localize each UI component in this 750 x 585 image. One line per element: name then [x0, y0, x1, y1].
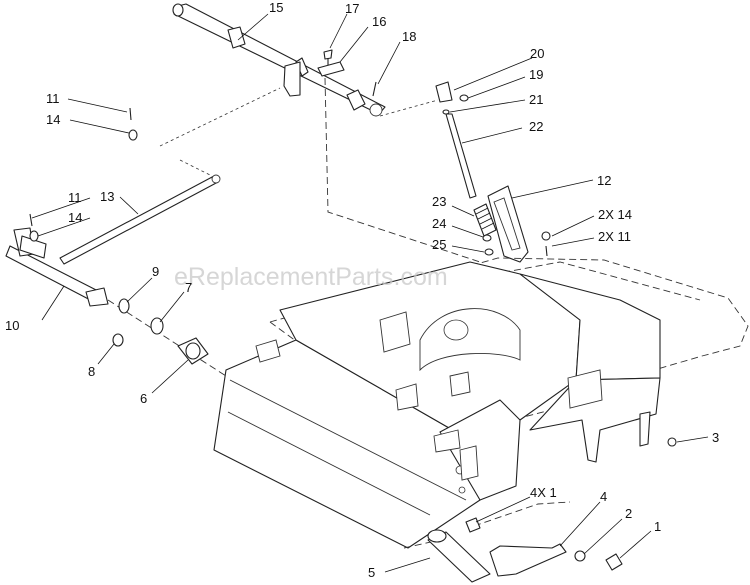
callout-14-top: 14	[46, 112, 60, 127]
callout-24: 24	[432, 216, 446, 231]
pin-18	[372, 81, 377, 97]
bolt-1	[605, 553, 623, 571]
callout-15: 15	[269, 0, 283, 15]
spring-23	[473, 203, 497, 237]
washer-14-right	[541, 231, 551, 241]
watermark: eReplacementParts.com	[174, 263, 448, 291]
callout-12: 12	[597, 173, 611, 188]
callout-14-left: 14	[68, 210, 82, 225]
callout-25: 25	[432, 237, 446, 252]
callout-13: 13	[100, 189, 114, 204]
nut-3	[667, 437, 677, 447]
callout-2x11: 2X 11	[598, 229, 631, 244]
cotter-pin-11-top	[129, 107, 132, 121]
main-frame-weldment	[213, 261, 661, 549]
foot-pedal-4	[489, 543, 567, 577]
threaded-rod-22	[445, 113, 477, 199]
cross-shaft-10	[5, 227, 109, 307]
flange-bearing-6	[177, 337, 209, 365]
callout-11-top: 11	[46, 91, 60, 106]
cotter-pin-11-left	[29, 213, 33, 227]
callout-7: 7	[185, 280, 192, 295]
bushing-9	[118, 298, 130, 314]
callout-23: 23	[432, 194, 446, 209]
bracket-16	[317, 61, 345, 77]
callout-9: 9	[152, 264, 159, 279]
callout-4x1: 4X 1	[530, 485, 557, 500]
washer-2	[574, 550, 586, 562]
bolt-17	[323, 49, 333, 68]
callout-16: 16	[372, 14, 386, 29]
callout-2: 2	[625, 506, 632, 521]
leader-lines	[31, 13, 709, 573]
callout-labels: 15 17 16 18 20 19 21 22 12 11 14 11 14 1…	[5, 0, 719, 580]
callout-4: 4	[600, 489, 607, 504]
callout-6: 6	[140, 391, 147, 406]
callout-18: 18	[402, 29, 416, 44]
callout-11-left: 11	[68, 190, 82, 205]
cotter-pin-11-right	[545, 245, 548, 257]
link-rod-13	[59, 174, 221, 265]
callout-10: 10	[5, 318, 19, 333]
callout-5: 5	[368, 565, 375, 580]
callout-8: 8	[88, 364, 95, 379]
bolts-4x1	[465, 517, 481, 533]
nut-21	[442, 109, 450, 115]
nut-25	[484, 248, 494, 256]
callout-2x14: 2X 14	[598, 207, 632, 222]
callout-21: 21	[529, 92, 543, 107]
callout-1: 1	[654, 519, 661, 534]
pin-19	[459, 94, 469, 102]
washer-14-top	[128, 129, 138, 141]
yoke-20	[435, 81, 453, 103]
pivot-shaft-15	[172, 3, 386, 117]
washer-14-left	[29, 230, 39, 242]
callout-19: 19	[529, 67, 543, 82]
spacer-8	[112, 333, 124, 347]
callout-20: 20	[530, 46, 544, 61]
washer-24	[482, 234, 492, 242]
control-arm-12	[487, 185, 529, 263]
callout-22: 22	[529, 119, 543, 134]
bumper-pad-5	[427, 529, 491, 583]
callout-3: 3	[712, 430, 719, 445]
callout-17: 17	[345, 1, 359, 16]
